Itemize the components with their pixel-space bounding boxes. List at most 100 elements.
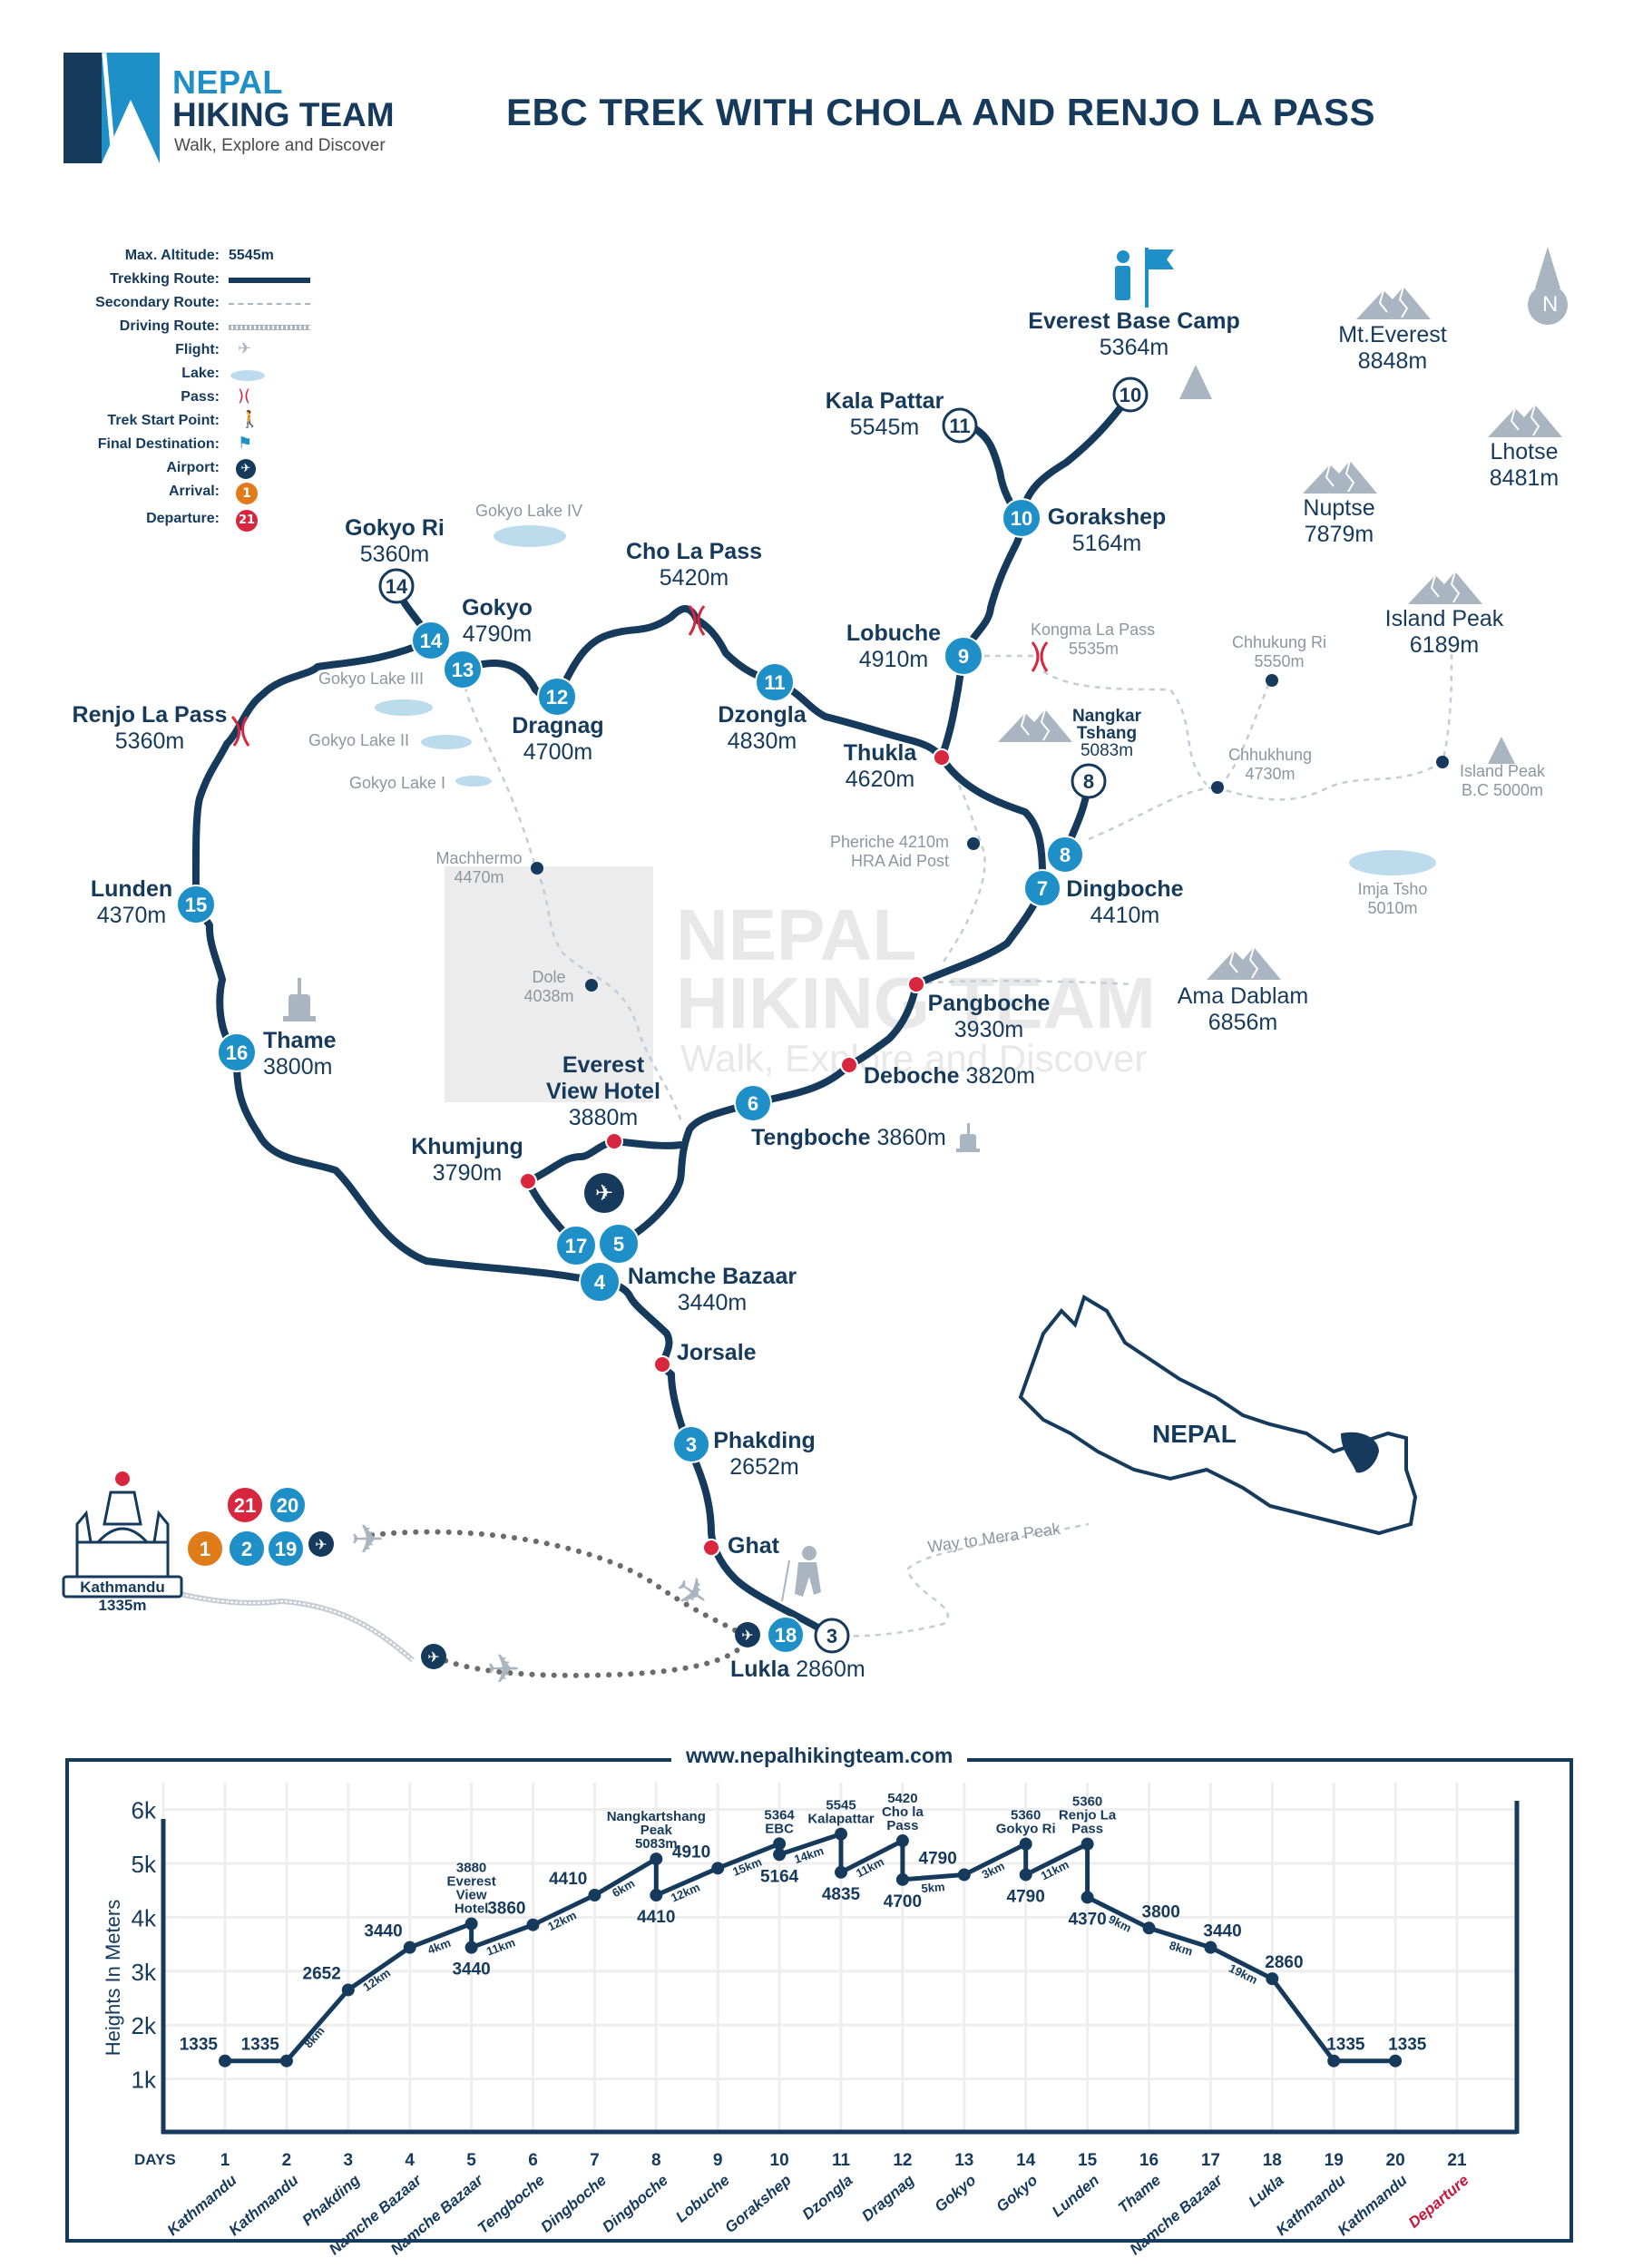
label-tengboche: Tengboche 3860m <box>751 1125 946 1150</box>
svg-text:13: 13 <box>452 659 474 681</box>
secondary-routes <box>461 652 1453 1637</box>
point-label: Cho la <box>882 1804 924 1820</box>
svg-text:19: 19 <box>275 1538 297 1560</box>
svg-text:4: 4 <box>594 1271 606 1294</box>
legend-label: Arrival: <box>168 484 220 499</box>
lake-icon <box>375 699 433 716</box>
label-gokyo-lake-2: Gokyo Lake II <box>308 731 410 749</box>
svg-text:10: 10 <box>1011 507 1032 530</box>
website-url[interactable]: www.nepalhikingteam.com <box>671 1744 968 1768</box>
y-tick-label: 5k <box>132 1851 157 1878</box>
data-point <box>1142 1921 1156 1935</box>
data-point <box>588 1889 601 1902</box>
point-label: 3860 <box>487 1900 525 1919</box>
flag-person-icon: ⚑ <box>238 434 253 453</box>
svg-text:20: 20 <box>277 1494 298 1517</box>
data-point <box>650 1853 663 1866</box>
day-number: 18 <box>1263 2151 1282 2170</box>
data-point <box>773 1848 787 1862</box>
watermark-line3: Walk, Explore and Discover <box>680 1037 1148 1080</box>
day-number: 5 <box>466 2151 476 2170</box>
day-place-label: Dingboche <box>537 2172 610 2236</box>
point-label: 5360 <box>1011 1808 1041 1823</box>
plane-icon: ✈ <box>238 339 252 358</box>
svg-text:11: 11 <box>764 671 785 694</box>
point-label: 1335 <box>1388 2036 1427 2055</box>
point-label: Everest <box>446 1874 495 1890</box>
lake-icon <box>1349 850 1436 875</box>
point-label: 2652 <box>303 1964 341 1983</box>
legend-label: Airport: <box>166 460 220 475</box>
legend-label: Departure: <box>146 511 220 526</box>
day-number: 15 <box>1078 2151 1098 2170</box>
label-gokyo-lake-1: Gokyo Lake I <box>349 774 446 792</box>
point-label: 4790 <box>919 1849 957 1868</box>
tent-icon <box>1488 737 1515 764</box>
label-jorsale: Jorsale <box>677 1340 757 1365</box>
point-label: Nangkartshang <box>607 1809 706 1824</box>
day-number: 11 <box>832 2151 851 2170</box>
brand-name-line2: HIKING TEAM <box>172 96 395 133</box>
y-tick-label: 1k <box>132 2067 157 2094</box>
compass-north-label: N <box>1542 292 1559 317</box>
distance-label: 8km <box>301 2024 327 2050</box>
day-number: 2 <box>282 2151 292 2170</box>
day-number: 9 <box>713 2151 723 2170</box>
day-place-label: Lukla <box>1246 2172 1287 2211</box>
data-point <box>895 1872 909 1886</box>
y-tick-label: 2k <box>132 2012 157 2039</box>
lakes <box>375 525 1436 875</box>
x-axis-title: DAYS <box>134 2151 176 2168</box>
trek-map: ✈ ✈ ✈ ✈ ✈ ✈ ✈ <box>62 247 1568 1693</box>
point-label: Peak <box>640 1823 673 1838</box>
day-place-label: Dzongla <box>799 2172 856 2224</box>
pass-icon: )( <box>238 386 251 406</box>
elevation-line <box>225 1832 1396 2064</box>
arrival-badge: 1 <box>236 483 258 504</box>
legend-label: Flight: <box>175 342 220 357</box>
svg-text:6: 6 <box>748 1092 758 1115</box>
label-lukla: Lukla 2860m <box>730 1657 865 1682</box>
brand-name-line1: NEPAL <box>172 64 283 101</box>
distance-label: 5km <box>921 1880 945 1895</box>
day-place-label: Lobuche <box>672 2172 732 2226</box>
label-ghat: Ghat <box>728 1533 779 1559</box>
day-place-label: Dingboche <box>599 2172 671 2236</box>
svg-text:15: 15 <box>185 894 207 916</box>
svg-text:3: 3 <box>826 1625 837 1647</box>
brand-tagline: Walk, Explore and Discover <box>174 136 386 155</box>
point-label: Pass <box>1071 1822 1103 1837</box>
svg-text:7: 7 <box>1037 877 1048 900</box>
day-number: 1 <box>220 2151 230 2170</box>
day-place-label: Gokyo <box>932 2172 980 2216</box>
point-label: Pass <box>886 1818 918 1833</box>
label-gokyo-lake-3: Gokyo Lake III <box>318 670 425 688</box>
data-point <box>403 1941 416 1954</box>
day-place-label: Tengboche <box>474 2172 548 2237</box>
legend-label: Lake: <box>181 366 220 381</box>
lake-icon <box>421 735 472 749</box>
page-title: EBC TREK WITH CHOLA AND RENJO LA PASS <box>506 91 1376 133</box>
y-axis-title: Heights In Meters <box>102 1900 124 2056</box>
day-markers: 1 2 19 20 21 18 3 4 5 17 6 7 8 9 10 11 1… <box>176 376 1149 1654</box>
y-tick-label: 6k <box>132 1797 157 1824</box>
data-point <box>1389 2054 1403 2068</box>
point-label: Renjo La <box>1059 1808 1117 1823</box>
svg-text:✈: ✈ <box>427 1648 439 1666</box>
